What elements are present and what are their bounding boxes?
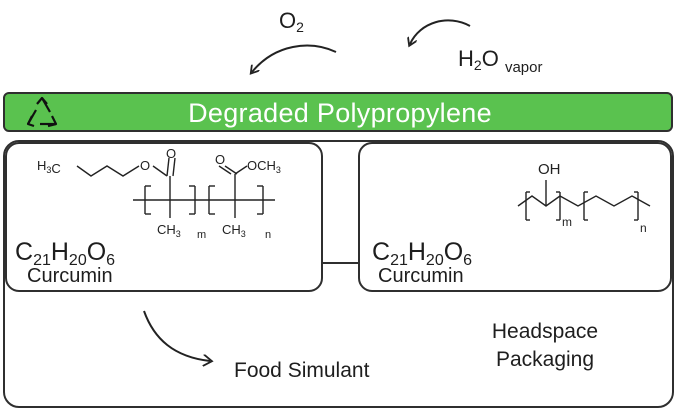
banner-title: Degraded Polypropylene <box>188 98 492 128</box>
hydroxyl-label: OH <box>538 161 561 178</box>
right-molecular-formula: C21H20O6 <box>372 238 473 269</box>
acrylate-copolymer-structure: H3C O O O OCH3 CH3 m CH3 n <box>37 148 281 241</box>
carbonyl-oxygen-1-label: O <box>166 148 176 161</box>
carbonyl-oxygen-2-label: O <box>215 152 225 167</box>
oxygen-arrow <box>252 44 337 72</box>
hydrogen-symbol: H <box>458 46 474 71</box>
methyl-2-label: CH3 <box>222 222 246 239</box>
oxygen-symbol: O <box>279 8 297 33</box>
vinyl-alcohol-copolymer-structure: OH m n <box>517 161 651 235</box>
food-simulant-label: Food Simulant <box>234 359 370 382</box>
left-compound-name: Curcumin <box>27 265 113 287</box>
repeat-n-label: n <box>640 221 647 235</box>
water-arrow <box>410 19 471 44</box>
left-molecular-formula: C21H20O6 <box>15 238 116 269</box>
right-compound-name: Curcumin <box>378 265 464 287</box>
migration-arrow <box>143 310 230 375</box>
right-polymer-card: OH m n C21H20O6 Curcumin <box>358 142 672 292</box>
headspace-text: Headspace <box>491 320 599 343</box>
repeat-m-label: m <box>562 215 572 229</box>
hydrogen-subscript: 2 <box>473 57 482 73</box>
recycle-icon <box>26 96 58 128</box>
degraded-polypropylene-banner: Degraded Polypropylene <box>3 92 673 132</box>
methyl-1-label: CH3 <box>157 222 181 239</box>
water-vapor-label: H2O vapor <box>458 46 542 76</box>
left-polymer-card: H3C O O O OCH3 CH3 m CH3 n C21H20O6 Curc… <box>5 142 323 292</box>
chain-end-label: H3C <box>37 158 61 176</box>
repeat-n-label: n <box>265 229 271 241</box>
oxygen-subscript: 2 <box>296 19 304 35</box>
headspace-packaging-label: Headspace Packaging <box>485 318 605 374</box>
water-oxygen-symbol: O <box>481 46 499 71</box>
methoxy-label: OCH3 <box>247 158 281 175</box>
repeat-m-label: m <box>197 229 206 241</box>
packaging-container <box>3 140 674 408</box>
oxygen-label: O2 <box>279 8 304 35</box>
ester-oxygen-label: O <box>140 158 150 173</box>
packaging-text: Packaging <box>495 348 595 371</box>
card-connector <box>322 262 360 264</box>
vapor-label: vapor <box>504 59 543 76</box>
top-arrows <box>0 19 471 92</box>
